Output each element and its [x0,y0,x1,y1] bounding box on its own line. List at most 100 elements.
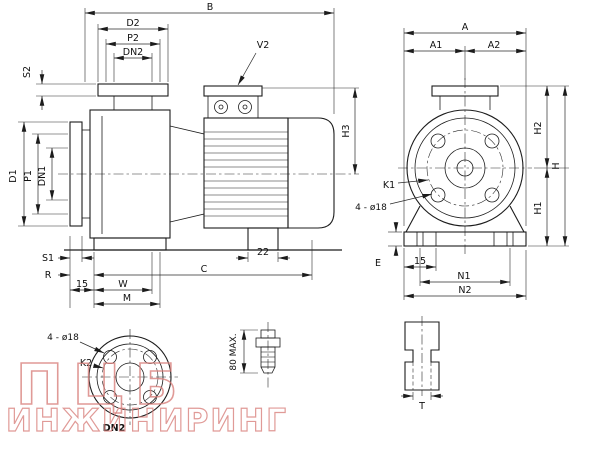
dim-p2: P2 [105,33,161,82]
dim-dn1-label: DN1 [37,166,48,186]
dim-h: H [551,85,568,247]
front-view [398,78,532,254]
callout-v2-label: V2 [257,40,270,51]
dim-p2-label: P2 [127,33,139,44]
dim-s1-label: S1 [42,253,54,264]
flange-bolt-circle [101,348,159,406]
dim-t-label: T [418,401,425,412]
dim-n1: N1 [419,248,511,286]
shaft-boss [444,147,486,189]
discharge-flange-front [431,85,499,110]
callout-bolt-holes-detail-label: 4 - ø18 [47,333,79,343]
dim-w: W [93,252,153,294]
dim-m-label: M [123,293,131,304]
callout-bolt-holes-detail: 4 - ø18 [47,333,105,354]
pump-casing [89,83,171,251]
dim-r: R [45,252,95,308]
dim-e: E [375,222,402,269]
dim-dn1: DN1 [37,147,68,201]
callout-k2-label: K2 [80,358,92,369]
side-view [58,83,359,251]
bolt-hole [143,350,157,364]
bolt-hole [143,390,157,404]
callout-k1: K1 [383,178,429,191]
dim-a2-label: A2 [488,40,501,51]
discharge-flange [97,83,169,97]
motor-body [203,117,289,229]
dim-d2-label: D2 [126,18,139,29]
callout-k2: K2 [80,358,104,369]
dim-dn2-label: DN2 [123,47,143,58]
flange-detail-dn2-label: DN2 [103,423,125,434]
cable-gland [238,100,252,114]
dim-s2: S2 [22,66,96,110]
dim-15-side-label: 15 [76,279,88,290]
bolt-circle [426,129,504,207]
dim-c-label: C [201,264,208,275]
fan-cover [287,117,335,229]
watermark: ПЦБ ИНЖИНИРИНГ [5,352,288,439]
dim-h3: H3 [262,87,359,175]
dim-d1-label: D1 [8,169,19,182]
dim-n2: N2 [403,250,527,300]
dim-a-label: A [462,22,469,33]
dim-p1: P1 [23,133,68,215]
bolt-hole [430,133,446,149]
shaft-detail: 80 MAX. [229,322,281,390]
casing-outline [406,109,524,227]
flange-bore [115,362,145,392]
dim-c: C [93,240,313,280]
dim-80max: 80 MAX. [229,329,258,374]
dim-a1: A1 [403,40,466,80]
callout-k1-label: K1 [383,180,395,191]
dim-15-side: 15 [69,279,95,293]
support-base [403,205,527,247]
dim-e-label: E [375,258,381,269]
dim-b-label: B [207,2,214,13]
casing-foot [93,237,167,251]
bolt-hole [484,187,500,203]
dim-h-label: H [551,162,562,169]
bolt-hole [103,390,117,404]
callout-v2: V2 [237,40,270,86]
watermark-company-name: ИНЖИНИРИНГ [6,403,288,439]
tslot-detail: T [401,316,443,412]
callout-bolt-holes-front-label: 4 - ø18 [355,203,387,213]
dim-n1-label: N1 [457,271,470,282]
bolt-hole [103,350,117,364]
dim-h2: H2 [500,85,569,169]
dim-22: 22 [236,247,290,262]
dim-h2-label: H2 [533,121,544,134]
cable-gland [214,100,228,114]
terminal-box [203,85,263,119]
dim-d2: D2 [97,18,169,82]
dim-a: A [403,22,527,226]
dim-22-label: 22 [257,247,269,258]
dim-r-label: R [45,270,52,281]
dim-s2-label: S2 [22,66,33,78]
dim-d1: D1 [8,121,68,227]
dim-h3-label: H3 [341,124,352,137]
dim-m: M [93,252,161,308]
side-view-dimensions: B D2 P2 DN2 S2 [8,2,359,308]
dim-h1-label: H1 [533,201,544,214]
dim-n2-label: N2 [458,285,471,296]
dim-a2: A2 [464,40,527,54]
dim-w-label: W [118,279,128,290]
shaft-end [456,159,474,177]
dim-b: B [84,2,335,114]
bolt-hole [484,133,500,149]
dim-h1: H1 [528,167,569,247]
dim-p1-label: P1 [23,170,34,182]
flange-outline [88,335,172,419]
dim-dn2: DN2 [113,47,153,82]
front-view-dimensions: A A1 A2 H2 H1 H K1 [355,22,569,300]
watermark-logo: ПЦБ [16,353,188,418]
dim-s1: S1 [42,236,94,308]
dim-a1-label: A1 [430,40,443,51]
flange-detail: 4 - ø18 K2 DN2 [47,329,178,434]
dim-80max-label: 80 MAX. [229,333,239,370]
dim-t: T [401,392,443,412]
